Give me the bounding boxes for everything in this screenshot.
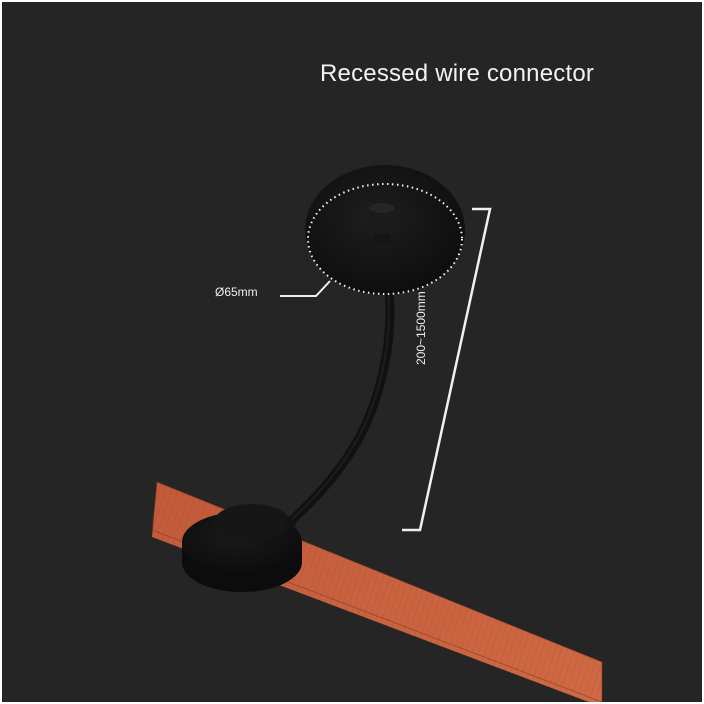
diameter-label: Ø65mm [215, 285, 258, 299]
base-disc-icon [182, 504, 302, 592]
canopy-disc-icon [305, 165, 465, 295]
length-label: 200~1500mm [414, 291, 428, 365]
page-title: Recessed wire connector [320, 60, 595, 87]
length-dimension-bracket [402, 207, 492, 532]
diameter-leader [280, 280, 331, 297]
